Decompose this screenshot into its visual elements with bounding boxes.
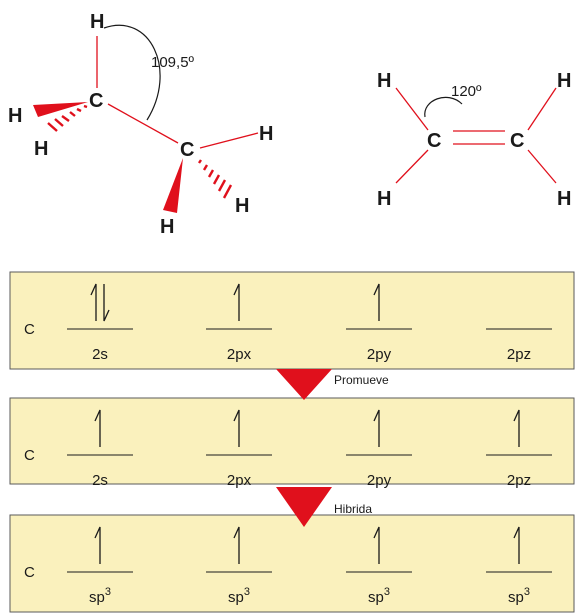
bond-c2-h-tr bbox=[527, 87, 557, 131]
element-label: C bbox=[24, 321, 35, 338]
orbital-label: 2py bbox=[367, 346, 392, 363]
wedge-bond-c2-h-bottom bbox=[163, 158, 183, 213]
orbital-label: 2s bbox=[92, 472, 108, 489]
orbital-label-superscript: 3 bbox=[105, 586, 111, 598]
wedge-bond-c1-h-left bbox=[33, 102, 88, 117]
spin-up-arrow-icon bbox=[373, 526, 380, 564]
spin-up-arrow-icon bbox=[233, 526, 240, 564]
orbital-label-text: 2py bbox=[367, 346, 392, 363]
orbital-label-text: sp bbox=[89, 589, 105, 606]
angle-arc bbox=[424, 96, 463, 118]
orbital-label-text: sp bbox=[508, 589, 524, 606]
hashed-bond-c2-h-bottom-right bbox=[198, 159, 233, 199]
atom-h-left: H bbox=[8, 105, 22, 127]
bond-c1-c2 bbox=[107, 103, 179, 144]
orbital-box: sp3 bbox=[206, 526, 272, 606]
orbital-label: 2px bbox=[227, 472, 252, 489]
atom-h-bottom: H bbox=[160, 216, 174, 238]
ethylene-molecule: 120º H H C C H H bbox=[377, 70, 571, 210]
spin-up-arrow-icon bbox=[373, 409, 380, 447]
element-label: C bbox=[24, 447, 35, 464]
orbital-label: 2py bbox=[367, 472, 392, 489]
angle-label: 120º bbox=[451, 83, 482, 100]
atom-h-left-low: H bbox=[34, 138, 48, 160]
atom-c1: C bbox=[89, 90, 103, 112]
orbital-box: 2pz bbox=[486, 409, 552, 489]
orbital-label: sp3 bbox=[89, 586, 111, 606]
orbital-label-text: 2s bbox=[92, 472, 108, 489]
spin-up-arrow-icon bbox=[373, 283, 380, 321]
orbital-label: sp3 bbox=[228, 586, 250, 606]
spin-up-arrow-icon bbox=[513, 409, 520, 447]
ethane-molecule: 109,5º H C C H H H H H bbox=[8, 11, 273, 238]
orbital-row: C 2s 2px 2py 2pz bbox=[24, 283, 552, 363]
atom-h-bottom-right: H bbox=[557, 188, 571, 210]
step-promueve: Promueve bbox=[276, 369, 389, 400]
orbital-box: sp3 bbox=[67, 526, 133, 606]
orbital-box: 2pz bbox=[486, 328, 552, 363]
orbital-label: 2px bbox=[227, 346, 252, 363]
atom-h-top-right: H bbox=[557, 70, 571, 92]
orbital-row: C 2s 2px 2py 2pz bbox=[24, 409, 552, 489]
bond-c1-h-tl bbox=[395, 87, 429, 131]
atom-h-right: H bbox=[259, 123, 273, 145]
spin-up-arrow-icon bbox=[233, 283, 240, 321]
orbital-label-superscript: 3 bbox=[244, 586, 250, 598]
bond-c2-h-br bbox=[527, 149, 557, 184]
spin-up-arrow-icon bbox=[90, 283, 97, 321]
orbital-label-text: 2px bbox=[227, 472, 252, 489]
step-hibrida: Hibrida bbox=[276, 487, 372, 527]
orbital-label: sp3 bbox=[368, 586, 390, 606]
angle-arc bbox=[103, 24, 161, 121]
orbital-label-superscript: 3 bbox=[524, 586, 530, 598]
step-label: Hibrida bbox=[334, 502, 372, 516]
hashed-bond-c1-h-left-low bbox=[47, 104, 88, 132]
step-label: Promueve bbox=[334, 373, 389, 387]
orbital-box: 2px bbox=[206, 409, 272, 489]
orbital-box: 2px bbox=[206, 283, 272, 363]
orbital-box: sp3 bbox=[486, 526, 552, 606]
bond-c2-h-right bbox=[199, 132, 259, 149]
orbital-box: 2py bbox=[346, 283, 412, 363]
atom-h-top: H bbox=[90, 11, 104, 33]
atom-h-top-left: H bbox=[377, 70, 391, 92]
angle-label: 109,5º bbox=[151, 54, 195, 71]
orbital-label: 2s bbox=[92, 346, 108, 363]
orbital-box: sp3 bbox=[346, 526, 412, 606]
orbital-label-superscript: 3 bbox=[384, 586, 390, 598]
orbital-label-text: 2pz bbox=[507, 472, 531, 489]
down-triangle-icon bbox=[276, 487, 332, 527]
spin-down-arrow-icon bbox=[103, 284, 110, 322]
orbital-label-text: 2pz bbox=[507, 346, 531, 363]
atom-c1: C bbox=[427, 130, 441, 152]
orbital-label: 2pz bbox=[507, 472, 531, 489]
orbital-label-text: sp bbox=[228, 589, 244, 606]
orbital-label: 2pz bbox=[507, 346, 531, 363]
element-label: C bbox=[24, 564, 35, 581]
orbital-label-text: 2s bbox=[92, 346, 108, 363]
spin-up-arrow-icon bbox=[94, 409, 101, 447]
atom-c2: C bbox=[180, 139, 194, 161]
spin-up-arrow-icon bbox=[513, 526, 520, 564]
atom-h-bottom-right: H bbox=[235, 195, 249, 217]
orbital-box: 2py bbox=[346, 409, 412, 489]
orbital-box: 2s bbox=[67, 409, 133, 489]
orbital-box: 2s bbox=[67, 283, 133, 363]
spin-up-arrow-icon bbox=[233, 409, 240, 447]
orbital-label-text: 2px bbox=[227, 346, 252, 363]
orbital-label: sp3 bbox=[508, 586, 530, 606]
atom-h-bottom-left: H bbox=[377, 188, 391, 210]
bond-c1-h-bl bbox=[395, 149, 429, 184]
orbital-label-text: 2py bbox=[367, 472, 392, 489]
spin-up-arrow-icon bbox=[94, 526, 101, 564]
panel-promoted-state bbox=[9, 397, 575, 485]
orbital-label-text: sp bbox=[368, 589, 384, 606]
down-triangle-icon bbox=[276, 369, 332, 400]
atom-c2: C bbox=[510, 130, 524, 152]
panel-hybridized-state bbox=[9, 514, 575, 613]
